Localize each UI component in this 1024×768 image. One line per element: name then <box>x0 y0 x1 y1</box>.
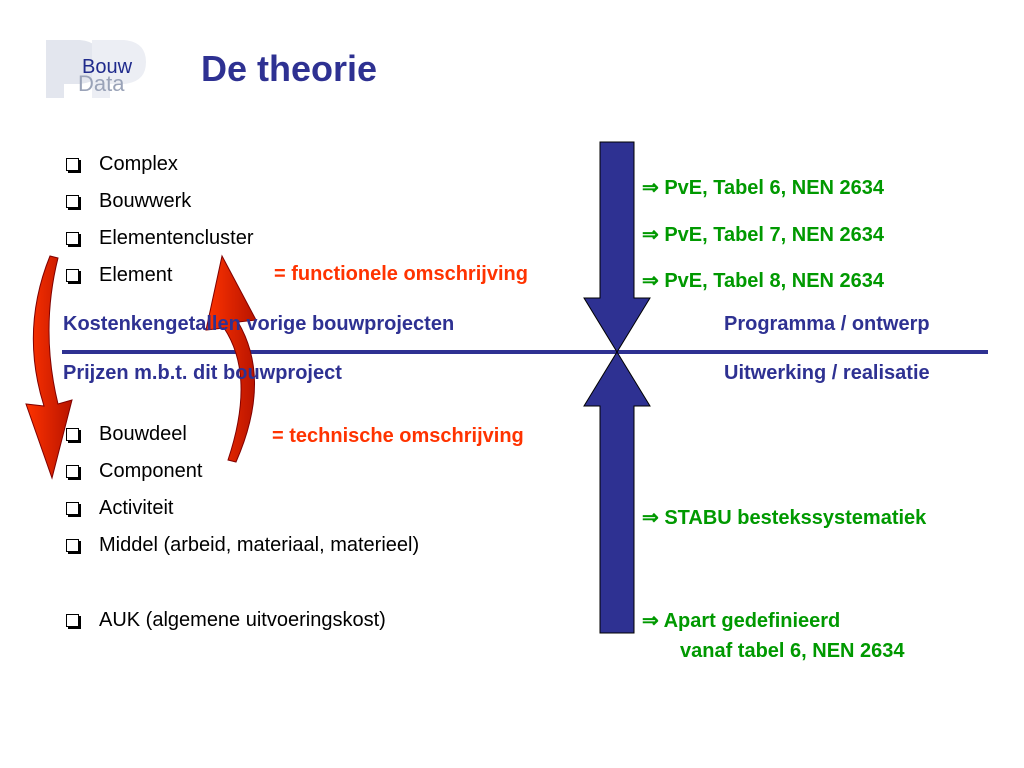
checkbox-bullet-icon <box>66 539 79 552</box>
list-item-label: Component <box>99 460 203 482</box>
down-arrow <box>583 141 651 353</box>
elaboration-realisation-label: Uitwerking / realisatie <box>724 362 930 384</box>
page-title: De theorie <box>201 48 378 89</box>
bouwdata-logo: Data Bouw <box>40 34 155 102</box>
checkbox-bullet-icon <box>66 158 79 171</box>
list-item: Bouwdeel <box>66 416 419 453</box>
pve-table7-reference: ⇒ PvE, Tabel 7, NEN 2634 <box>642 224 885 246</box>
list-item-label: Complex <box>99 153 178 175</box>
logo-text-data: Data <box>78 71 125 96</box>
checkbox-bullet-icon <box>66 614 79 627</box>
list-item-label: Bouwwerk <box>99 190 192 212</box>
list-item-label: Elementencluster <box>99 227 254 249</box>
list-item: Activiteit <box>66 490 419 527</box>
list-item: Complex <box>66 146 254 183</box>
project-prices-label: Prijzen m.b.t. dit bouwproject <box>63 362 342 384</box>
stabu-reference: ⇒ STABU bestekssystematiek <box>642 507 927 529</box>
list-item: Component <box>66 453 419 490</box>
functional-description-label: = functionele omschrijving <box>274 263 528 285</box>
checkbox-bullet-icon <box>66 269 79 282</box>
up-arrow <box>583 351 651 634</box>
checkbox-bullet-icon <box>66 195 79 208</box>
separately-defined-reference: ⇒ Apart gedefinieerd <box>642 610 841 632</box>
list-item-label: Activiteit <box>99 497 174 519</box>
list-item: Middel (arbeid, materiaal, materieel) <box>66 527 419 564</box>
from-table6-reference: vanaf tabel 6, NEN 2634 <box>680 640 905 662</box>
auk-item: AUK (algemene uitvoeringskost) <box>66 602 386 639</box>
logo-graphic <box>46 40 146 98</box>
auk-label: AUK (algemene uitvoeringskost) <box>99 609 386 631</box>
cost-indicators-label: Kostenkengetallen vorige bouwprojecten <box>63 313 455 335</box>
list-item: Elementencluster <box>66 220 254 257</box>
program-design-label: Programma / ontwerp <box>724 313 930 335</box>
list-item: Element <box>66 257 254 294</box>
list-item-label: Middel (arbeid, materiaal, materieel) <box>99 534 420 556</box>
checkbox-bullet-icon <box>66 502 79 515</box>
list-item: Bouwwerk <box>66 183 254 220</box>
pve-table6-reference: ⇒ PvE, Tabel 6, NEN 2634 <box>642 177 885 199</box>
technical-description-label: = technische omschrijving <box>272 425 524 447</box>
bottom-hierarchy-list: Bouwdeel Component Activiteit Middel (ar… <box>66 416 419 564</box>
logo-text-bouw: Bouw <box>82 56 133 78</box>
top-hierarchy-list: Complex Bouwwerk Elementencluster Elemen… <box>66 146 254 294</box>
list-item-label: Element <box>99 264 173 286</box>
checkbox-bullet-icon <box>66 232 79 245</box>
right-red-arrow <box>205 254 257 463</box>
checkbox-bullet-icon <box>66 428 79 441</box>
left-red-arrow <box>25 255 73 480</box>
checkbox-bullet-icon <box>66 465 79 478</box>
list-item-label: Bouwdeel <box>99 423 187 445</box>
pve-table8-reference: ⇒ PvE, Tabel 8, NEN 2634 <box>642 270 885 292</box>
